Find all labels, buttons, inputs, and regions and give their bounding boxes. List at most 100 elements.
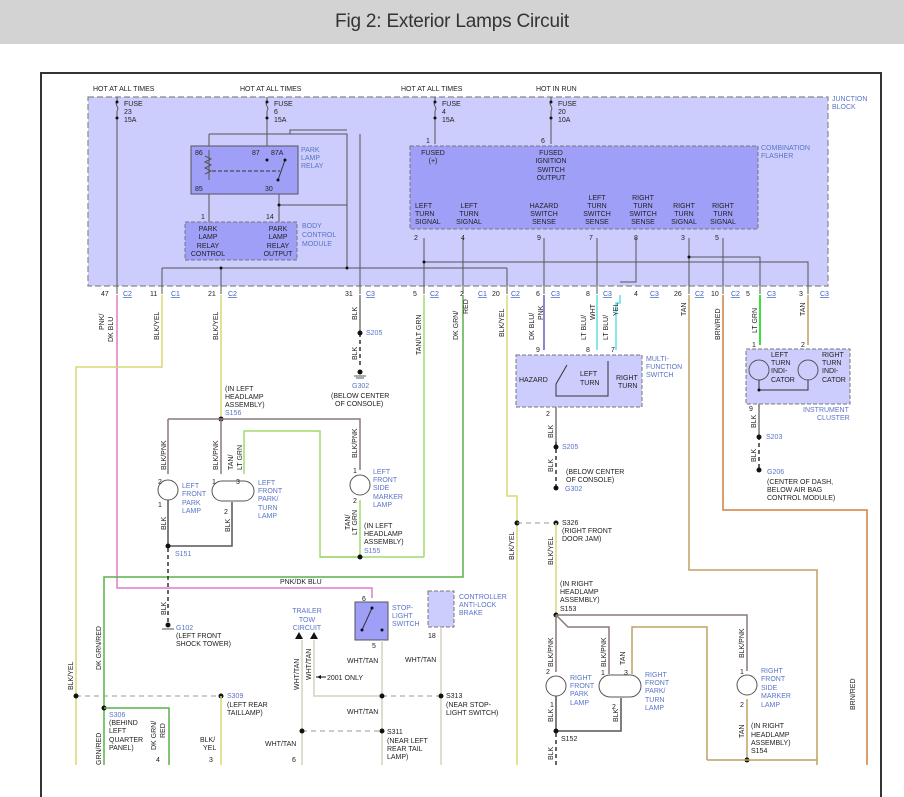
svg-text:20: 20 [492, 291, 500, 298]
svg-text:TRAILER: TRAILER [292, 608, 322, 615]
svg-text:(CENTER OF DASH,: (CENTER OF DASH, [767, 479, 833, 486]
svg-text:TAN/: TAN/ [228, 455, 235, 470]
left-headlamp-assembly: (IN LEFT HEADLAMP ASSEMBLY) S156 BLK/PNK… [157, 386, 424, 648]
svg-text:2: 2 [612, 704, 616, 711]
svg-text:RIGHT: RIGHT [632, 195, 655, 202]
svg-text:BLK: BLK [548, 708, 555, 722]
svg-text:HEADLAMP: HEADLAMP [751, 732, 790, 739]
svg-text:TAN/LT GRN: TAN/LT GRN [416, 315, 423, 355]
svg-text:9: 9 [536, 347, 540, 354]
svg-text:BLK/YEL: BLK/YEL [509, 531, 516, 560]
svg-text:LAMP: LAMP [268, 234, 287, 241]
svg-text:BLK/YEL: BLK/YEL [499, 308, 506, 337]
svg-text:BLK/: BLK/ [200, 737, 215, 744]
wire-tan-26 [688, 295, 818, 765]
svg-text:S311: S311 [387, 729, 403, 736]
svg-text:C2: C2 [228, 291, 237, 298]
svg-text:WHT/TAN: WHT/TAN [347, 709, 378, 716]
svg-text:LEFT: LEFT [588, 195, 606, 202]
svg-text:RIGHT: RIGHT [570, 675, 593, 682]
svg-text:BLK: BLK [751, 414, 758, 428]
svg-text:(IN RIGHT: (IN RIGHT [751, 723, 785, 730]
svg-text:PARK: PARK [301, 147, 320, 154]
svg-text:47: 47 [101, 291, 109, 298]
svg-text:FUSED: FUSED [539, 150, 563, 157]
svg-text:RIGHT: RIGHT [616, 375, 639, 382]
svg-text:C1: C1 [171, 291, 180, 298]
svg-text:BLK/YEL: BLK/YEL [213, 311, 220, 340]
wire-pnk-dkblu [116, 295, 373, 598]
svg-text:(+): (+) [429, 158, 438, 165]
svg-text:6: 6 [362, 596, 366, 603]
svg-text:RIGHT: RIGHT [673, 203, 696, 210]
wire-labels-top: PNK/ DK BLU BLK/YEL BLK/YEL BLK BLK TAN/… [99, 299, 807, 360]
svg-text:FRONT: FRONT [570, 683, 595, 690]
left-front-park-turn-lamp [211, 480, 255, 502]
svg-text:TAN: TAN [681, 303, 688, 316]
svg-text:10: 10 [711, 291, 719, 298]
svg-text:DK BLU: DK BLU [108, 317, 115, 342]
svg-text:S326: S326 [562, 520, 578, 527]
svg-text:SENSE: SENSE [585, 219, 609, 226]
svg-text:HEADLAMP: HEADLAMP [560, 589, 599, 596]
svg-text:FUSE: FUSE [442, 101, 461, 108]
svg-text:FUSE: FUSE [558, 101, 577, 108]
svg-text:S205: S205 [562, 444, 578, 451]
svg-text:11: 11 [150, 291, 157, 298]
svg-text:DK BLU/: DK BLU/ [529, 313, 536, 340]
svg-text:TAN: TAN [620, 652, 627, 665]
svg-text:LAMP): LAMP) [387, 754, 408, 761]
power-label: HOT AT ALL TIMES [240, 86, 302, 93]
svg-text:2001 ONLY: 2001 ONLY [327, 675, 363, 682]
svg-text:MODULE: MODULE [302, 241, 332, 248]
svg-text:S309: S309 [227, 693, 243, 700]
svg-text:PNK: PNK [538, 305, 545, 320]
svg-text:FRONT: FRONT [761, 676, 786, 683]
svg-text:S154: S154 [751, 748, 767, 755]
svg-text:C2: C2 [731, 291, 740, 298]
svg-text:SIGNAL: SIGNAL [415, 219, 441, 226]
svg-text:TURN: TURN [580, 380, 599, 387]
svg-text:1: 1 [158, 502, 162, 509]
park-lamp-relay: 86 87 87A 85 30 PARK LAMP RELAY [190, 129, 348, 268]
anti-lock-brake-controller: CONTROLLER ANTI-LOCK BRAKE 18 [427, 590, 507, 765]
svg-text:FLASHER: FLASHER [761, 153, 793, 160]
svg-text:BLK/PNK: BLK/PNK [352, 428, 359, 458]
stop-light-switch: PNK/DK BLU 6 STOP- LIGHT SWITCH 5 [280, 579, 420, 765]
svg-text:LAMP: LAMP [761, 702, 780, 709]
svg-text:BRN/RED: BRN/RED [715, 308, 722, 340]
svg-text:ASSEMBLY): ASSEMBLY) [225, 402, 265, 409]
svg-text:DK GRN/: DK GRN/ [453, 311, 460, 340]
svg-text:C3: C3 [366, 291, 375, 298]
svg-text:FUSED: FUSED [421, 150, 445, 157]
svg-text:BLK/YEL: BLK/YEL [548, 536, 555, 565]
svg-text:30: 30 [265, 186, 273, 193]
svg-text:4: 4 [461, 235, 465, 242]
svg-text:WHT/TAN: WHT/TAN [265, 741, 296, 748]
svg-text:TAN/: TAN/ [345, 515, 352, 530]
svg-text:(LEFT REAR: (LEFT REAR [227, 702, 268, 709]
svg-text:LEFT: LEFT [580, 371, 598, 378]
left-front-side-marker-lamp [349, 474, 371, 496]
right-headlamp-assembly: (IN RIGHT HEADLAMP ASSEMBLY) S153 BLK/PN… [545, 581, 857, 765]
svg-text:15A: 15A [124, 117, 137, 124]
svg-text:LEFT: LEFT [415, 203, 433, 210]
svg-text:MARKER: MARKER [373, 494, 403, 501]
svg-text:SWITCH: SWITCH [646, 372, 674, 379]
svg-text:TURN: TURN [713, 211, 732, 218]
svg-text:SWITCH: SWITCH [583, 211, 611, 218]
svg-text:CLUSTER: CLUSTER [817, 415, 850, 422]
svg-text:LEFT: LEFT [771, 352, 789, 359]
svg-text:2: 2 [353, 498, 357, 505]
svg-text:BRAKE: BRAKE [459, 610, 483, 617]
splice-s205-a: S205 G302 (BELOW CENTER OF CONSOLE) [331, 330, 389, 408]
svg-text:FUSE: FUSE [124, 101, 143, 108]
svg-text:5: 5 [715, 235, 719, 242]
svg-text:(BELOW CENTER: (BELOW CENTER [566, 469, 624, 476]
svg-text:RELAY: RELAY [197, 243, 220, 250]
svg-text:C3: C3 [767, 291, 776, 298]
figure-title-bar: Fig 2: Exterior Lamps Circuit [0, 0, 904, 44]
svg-text:DOOR JAM): DOOR JAM) [562, 536, 601, 543]
svg-text:LAMP: LAMP [258, 513, 277, 520]
svg-text:TAILLAMP): TAILLAMP) [227, 710, 263, 717]
